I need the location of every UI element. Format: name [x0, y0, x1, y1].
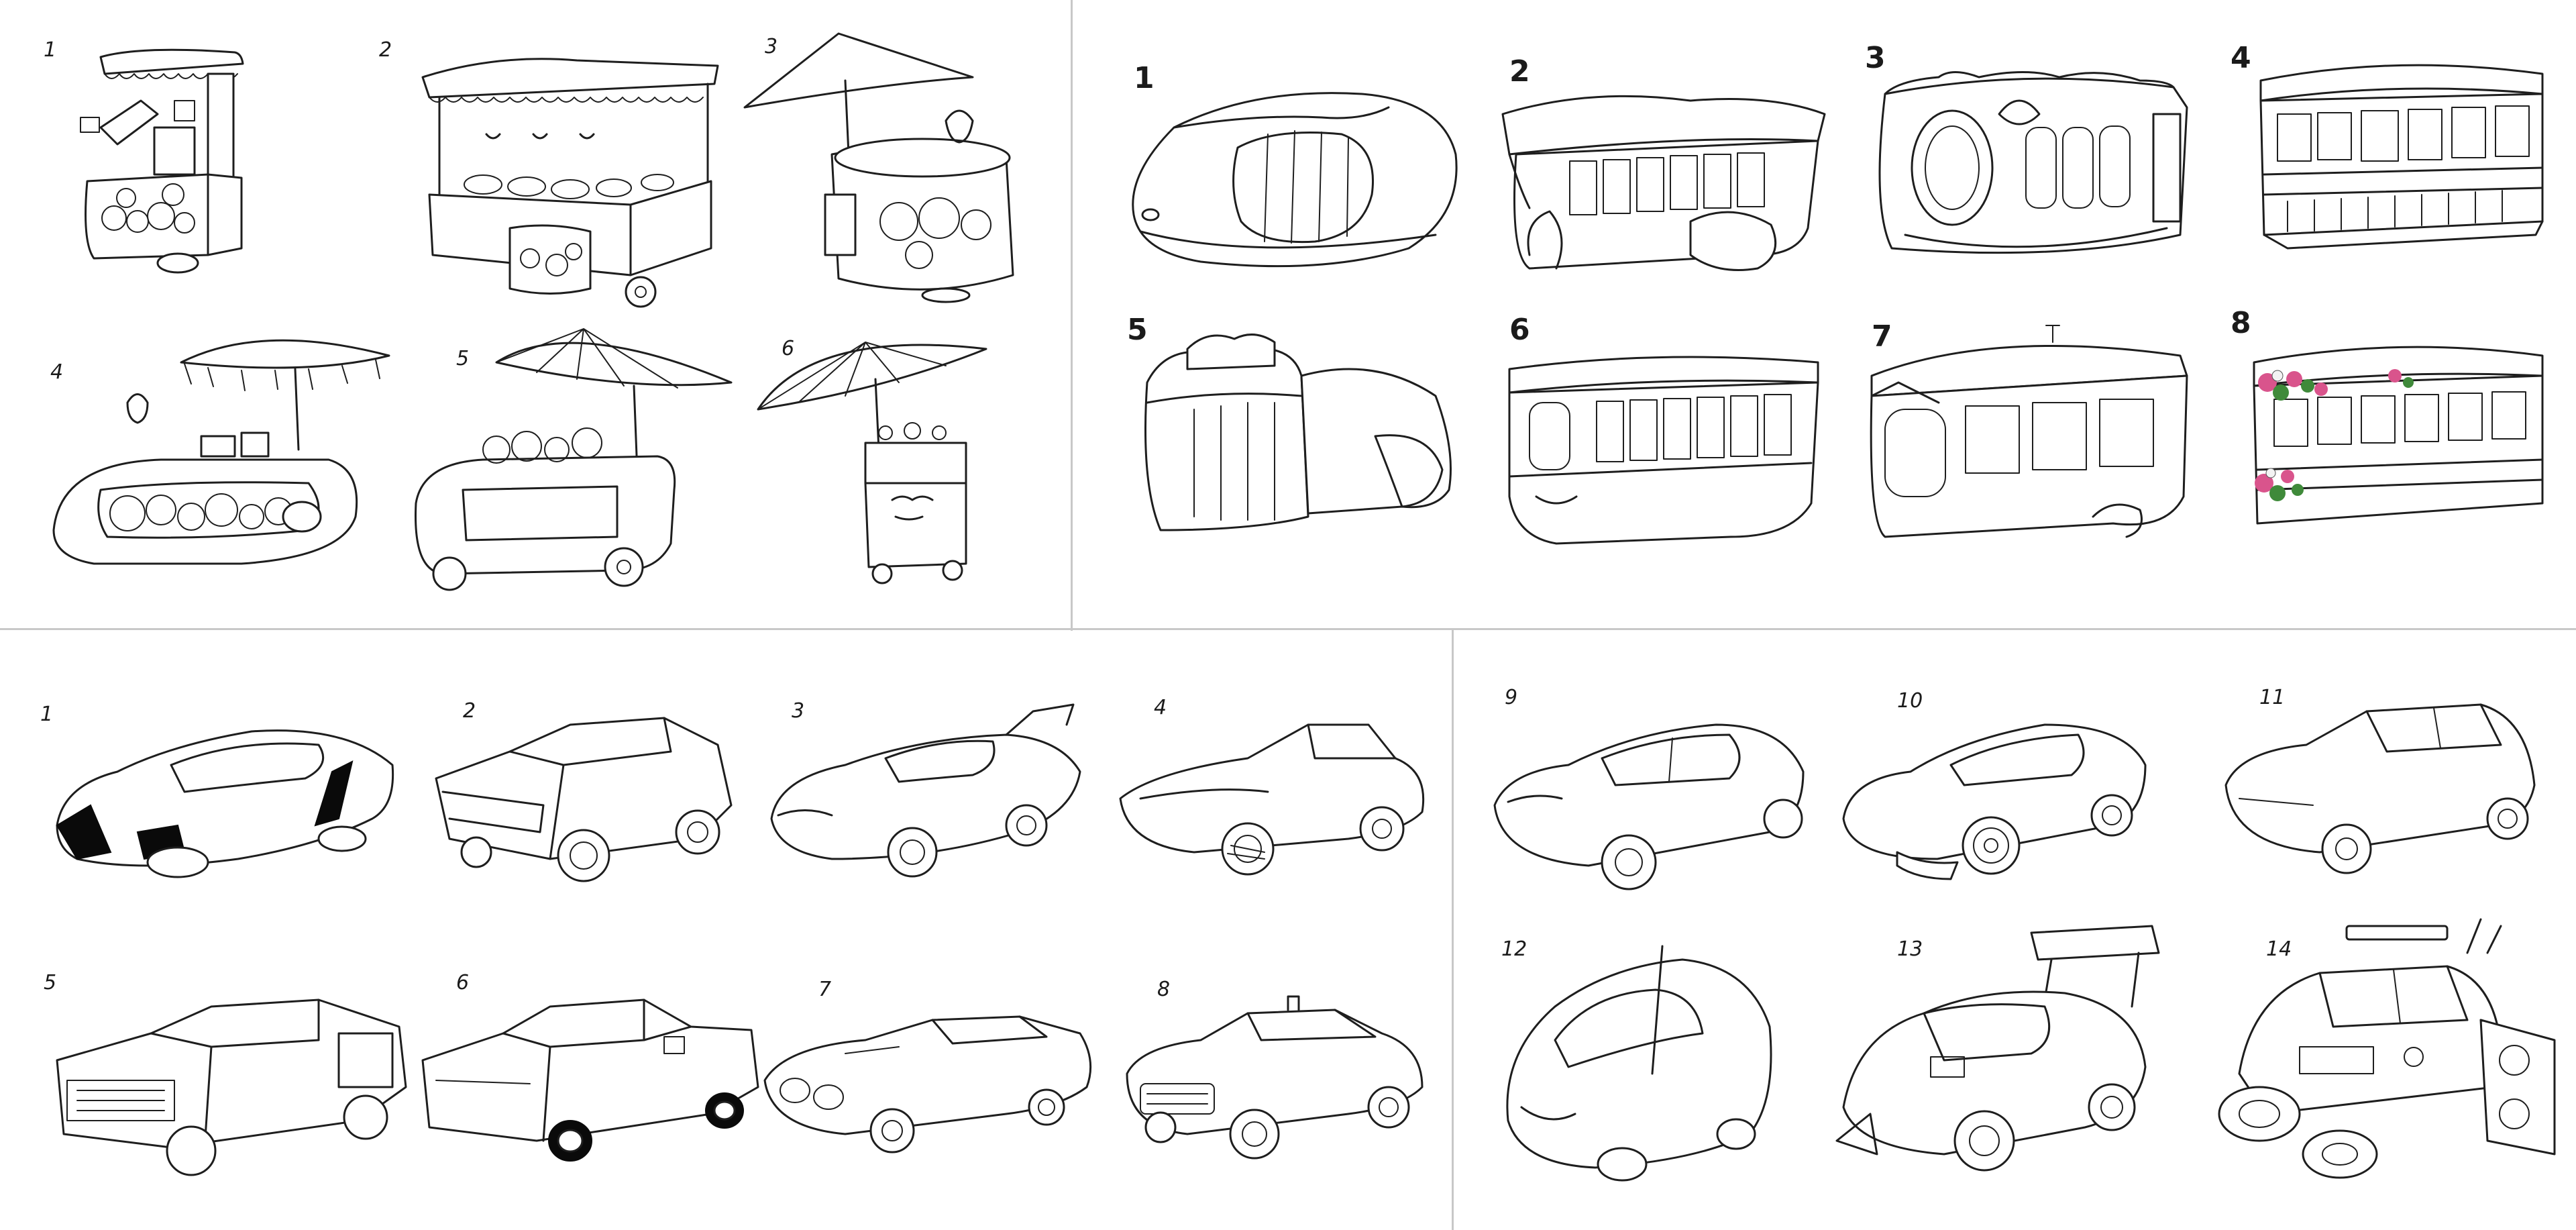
food-cart-drawing — [40, 315, 416, 597]
tram-drawing — [1858, 309, 2207, 570]
food-cart-drawing — [745, 20, 1053, 302]
sketch-number: 4 — [1154, 696, 1167, 719]
tram-drawing — [1489, 309, 1838, 570]
sketch-number: 4 — [50, 360, 64, 384]
sketch-number: 3 — [792, 699, 805, 723]
sketch-number: 1 — [40, 703, 54, 726]
sketch-number: 3 — [765, 35, 778, 58]
sketch-number: 7 — [1872, 319, 1892, 354]
car-drawing — [765, 698, 1087, 879]
cart-sketch-1: 1 — [40, 27, 335, 295]
tram-sketch-5: 5 — [1120, 315, 1469, 570]
horizontal-divider — [0, 628, 2576, 630]
sketch-number: 1 — [44, 38, 57, 62]
food-cart-drawing — [376, 27, 724, 309]
sketch-number: 5 — [456, 347, 470, 370]
tram-sketch-8: 8 — [2227, 309, 2563, 570]
sketch-number: 9 — [1505, 686, 1518, 709]
cart-sketch-5: 5 — [402, 315, 738, 597]
sketch-number: 10 — [1897, 689, 1923, 713]
food-cart-drawing — [751, 315, 993, 597]
sketch-number: 2 — [379, 38, 392, 62]
car-drawing — [2212, 684, 2548, 899]
car-sketch-13: 13 — [1830, 913, 2165, 1194]
sketch-number: 11 — [2259, 686, 2286, 709]
sketch-number: 6 — [456, 971, 470, 994]
tram-drawing — [1489, 54, 1838, 295]
tram-drawing — [2227, 40, 2563, 295]
car-drawing — [1830, 684, 2152, 899]
car-sketch-6: 6 — [416, 973, 765, 1174]
car-sketch-8: 8 — [1114, 973, 1436, 1174]
panel-trams: 1 2 3 — [1073, 0, 2576, 628]
sketch-number: 12 — [1501, 937, 1527, 961]
car-drawing — [37, 705, 399, 879]
food-cart-drawing — [40, 27, 335, 295]
tram-sketch-1: 1 — [1120, 60, 1469, 295]
sketch-number: 1 — [1134, 61, 1155, 95]
sketch-number: 13 — [1897, 937, 1923, 961]
car-drawing — [2199, 913, 2561, 1194]
car-sketch-11: 11 — [2212, 684, 2548, 899]
tram-sketch-7: 7 — [1858, 309, 2207, 570]
cart-sketch-3: 3 — [745, 20, 1053, 302]
sketch-number: 2 — [463, 699, 476, 723]
sketch-number: 6 — [782, 337, 795, 360]
cart-sketch-6: 6 — [751, 315, 993, 597]
sketch-number: 2 — [1509, 54, 1530, 89]
sketch-number: 3 — [1865, 41, 1886, 75]
sketch-number: 8 — [2231, 306, 2251, 340]
tram-drawing — [1120, 315, 1469, 570]
tram-sketch-3: 3 — [1858, 40, 2207, 295]
car-drawing — [1495, 933, 1790, 1201]
tram-sketch-2: 2 — [1489, 54, 1838, 295]
car-drawing — [1830, 913, 2165, 1194]
car-drawing — [1114, 698, 1436, 886]
sketch-number: 4 — [2231, 41, 2251, 75]
car-drawing — [416, 973, 765, 1174]
tram-drawing — [2227, 309, 2563, 570]
car-sketch-4: 4 — [1114, 698, 1436, 886]
car-sketch-7: 7 — [765, 980, 1100, 1174]
vertical-divider-top — [1071, 0, 1073, 631]
car-drawing — [1488, 684, 1810, 899]
car-sketch-9: 9 — [1488, 684, 1810, 899]
car-drawing — [1114, 973, 1436, 1174]
tram-sketch-6: 6 — [1489, 309, 1838, 570]
car-sketch-2: 2 — [429, 698, 738, 886]
sketch-number: 6 — [1509, 313, 1530, 347]
sketch-number: 8 — [1157, 978, 1171, 1001]
panel-food-carts: 1 2 — [0, 0, 1071, 628]
car-sketch-10: 10 — [1830, 684, 2152, 899]
sketch-number: 5 — [44, 971, 57, 994]
car-sketch-14: 14 — [2199, 913, 2561, 1194]
sketch-number: 7 — [818, 978, 832, 1001]
food-cart-drawing — [402, 315, 738, 597]
car-drawing — [429, 698, 738, 886]
car-sketch-1: 1 — [37, 705, 399, 879]
car-sketch-5: 5 — [37, 973, 413, 1174]
vertical-divider-bottom — [1452, 628, 1454, 1230]
tram-drawing — [1120, 60, 1469, 295]
tram-sketch-4: 4 — [2227, 40, 2563, 295]
sketch-number: 5 — [1127, 313, 1148, 347]
cart-sketch-4: 4 — [40, 315, 416, 597]
car-sketch-3: 3 — [765, 698, 1087, 879]
panel-cars-more: 9 10 11 1 — [1454, 631, 2576, 1230]
car-sketch-12: 12 — [1495, 933, 1790, 1201]
cart-sketch-2: 2 — [376, 27, 724, 309]
sketch-number: 14 — [2266, 937, 2292, 961]
car-drawing — [765, 980, 1100, 1174]
tram-drawing — [1858, 40, 2207, 295]
car-drawing — [37, 973, 413, 1174]
panel-cars: 1 2 3 — [0, 631, 1452, 1230]
